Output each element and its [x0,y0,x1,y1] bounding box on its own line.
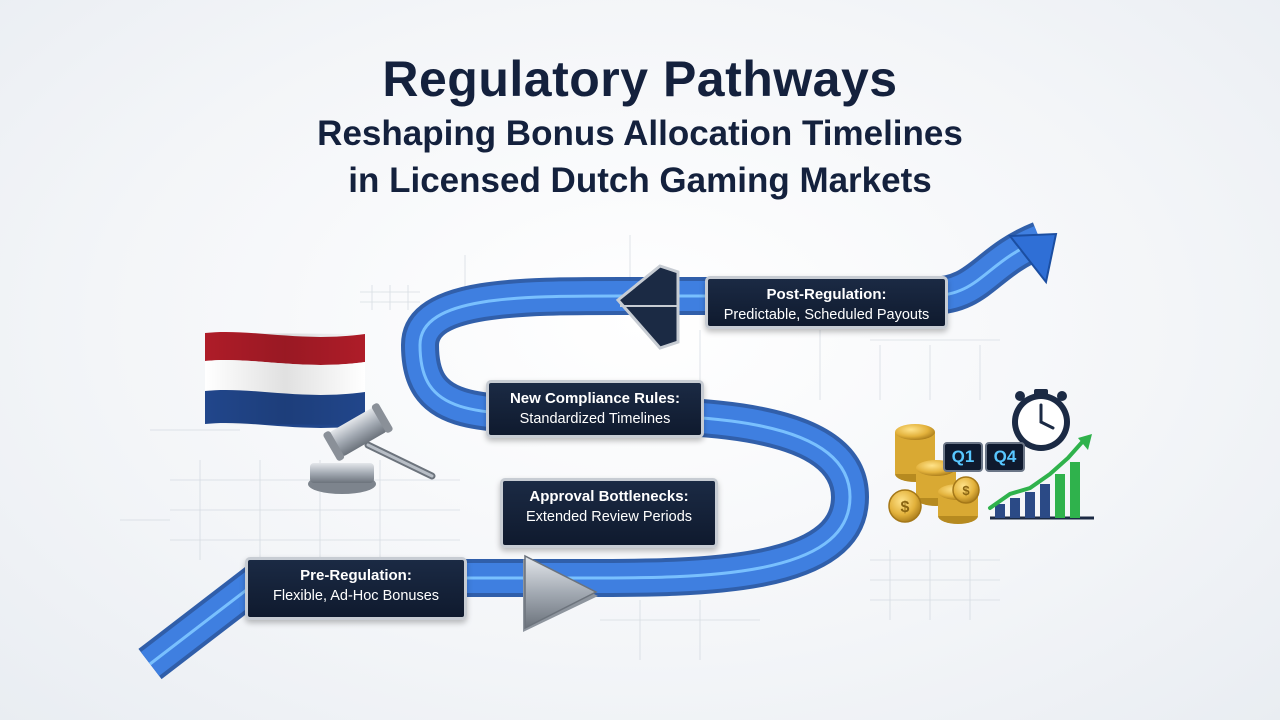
page-title: Regulatory Pathways Reshaping Bonus Allo… [0,48,1280,204]
stage-compliance-rules-label: New Compliance Rules: Standardized Timel… [486,380,704,438]
coin-stack-icon: $ $ [888,424,980,524]
stopwatch-icon [1012,389,1070,451]
svg-text:$: $ [962,483,970,498]
stage-heading: Post-Regulation: [766,286,887,303]
title-line-3: in Licensed Dutch Gaming Markets [348,161,932,200]
stage-post-regulation-label: Post-Regulation: Predictable, Scheduled … [705,276,948,329]
svg-text:$: $ [901,499,910,516]
growth-chart-icon [988,434,1094,520]
title-line-2: Reshaping Bonus Allocation Timelines [317,114,963,153]
netherlands-flag [205,331,365,428]
title-line-1: Regulatory Pathways [382,51,898,107]
stage-detail: Extended Review Periods [525,509,693,525]
quarter-q1-badge: Q1 [943,442,983,472]
quarter-q4-badge: Q4 [985,442,1025,472]
stage-detail: Standardized Timelines [519,411,671,427]
gavel-icon [308,403,436,494]
stage-pre-regulation-label: Pre-Regulation: Flexible, Ad-Hoc Bonuses [245,557,467,620]
rewind-arrow-icon [615,264,680,350]
stage-heading: Approval Bottlenecks: [529,488,689,505]
stage-approval-bottlenecks-label: Approval Bottlenecks: Extended Review Pe… [500,478,718,548]
stage-detail: Predictable, Scheduled Payouts [723,307,930,323]
play-arrow-icon [523,554,598,632]
stage-heading: Pre-Regulation: [300,567,412,584]
stage-heading: New Compliance Rules: [509,390,681,407]
stage-detail: Flexible, Ad-Hoc Bonuses [272,588,440,604]
